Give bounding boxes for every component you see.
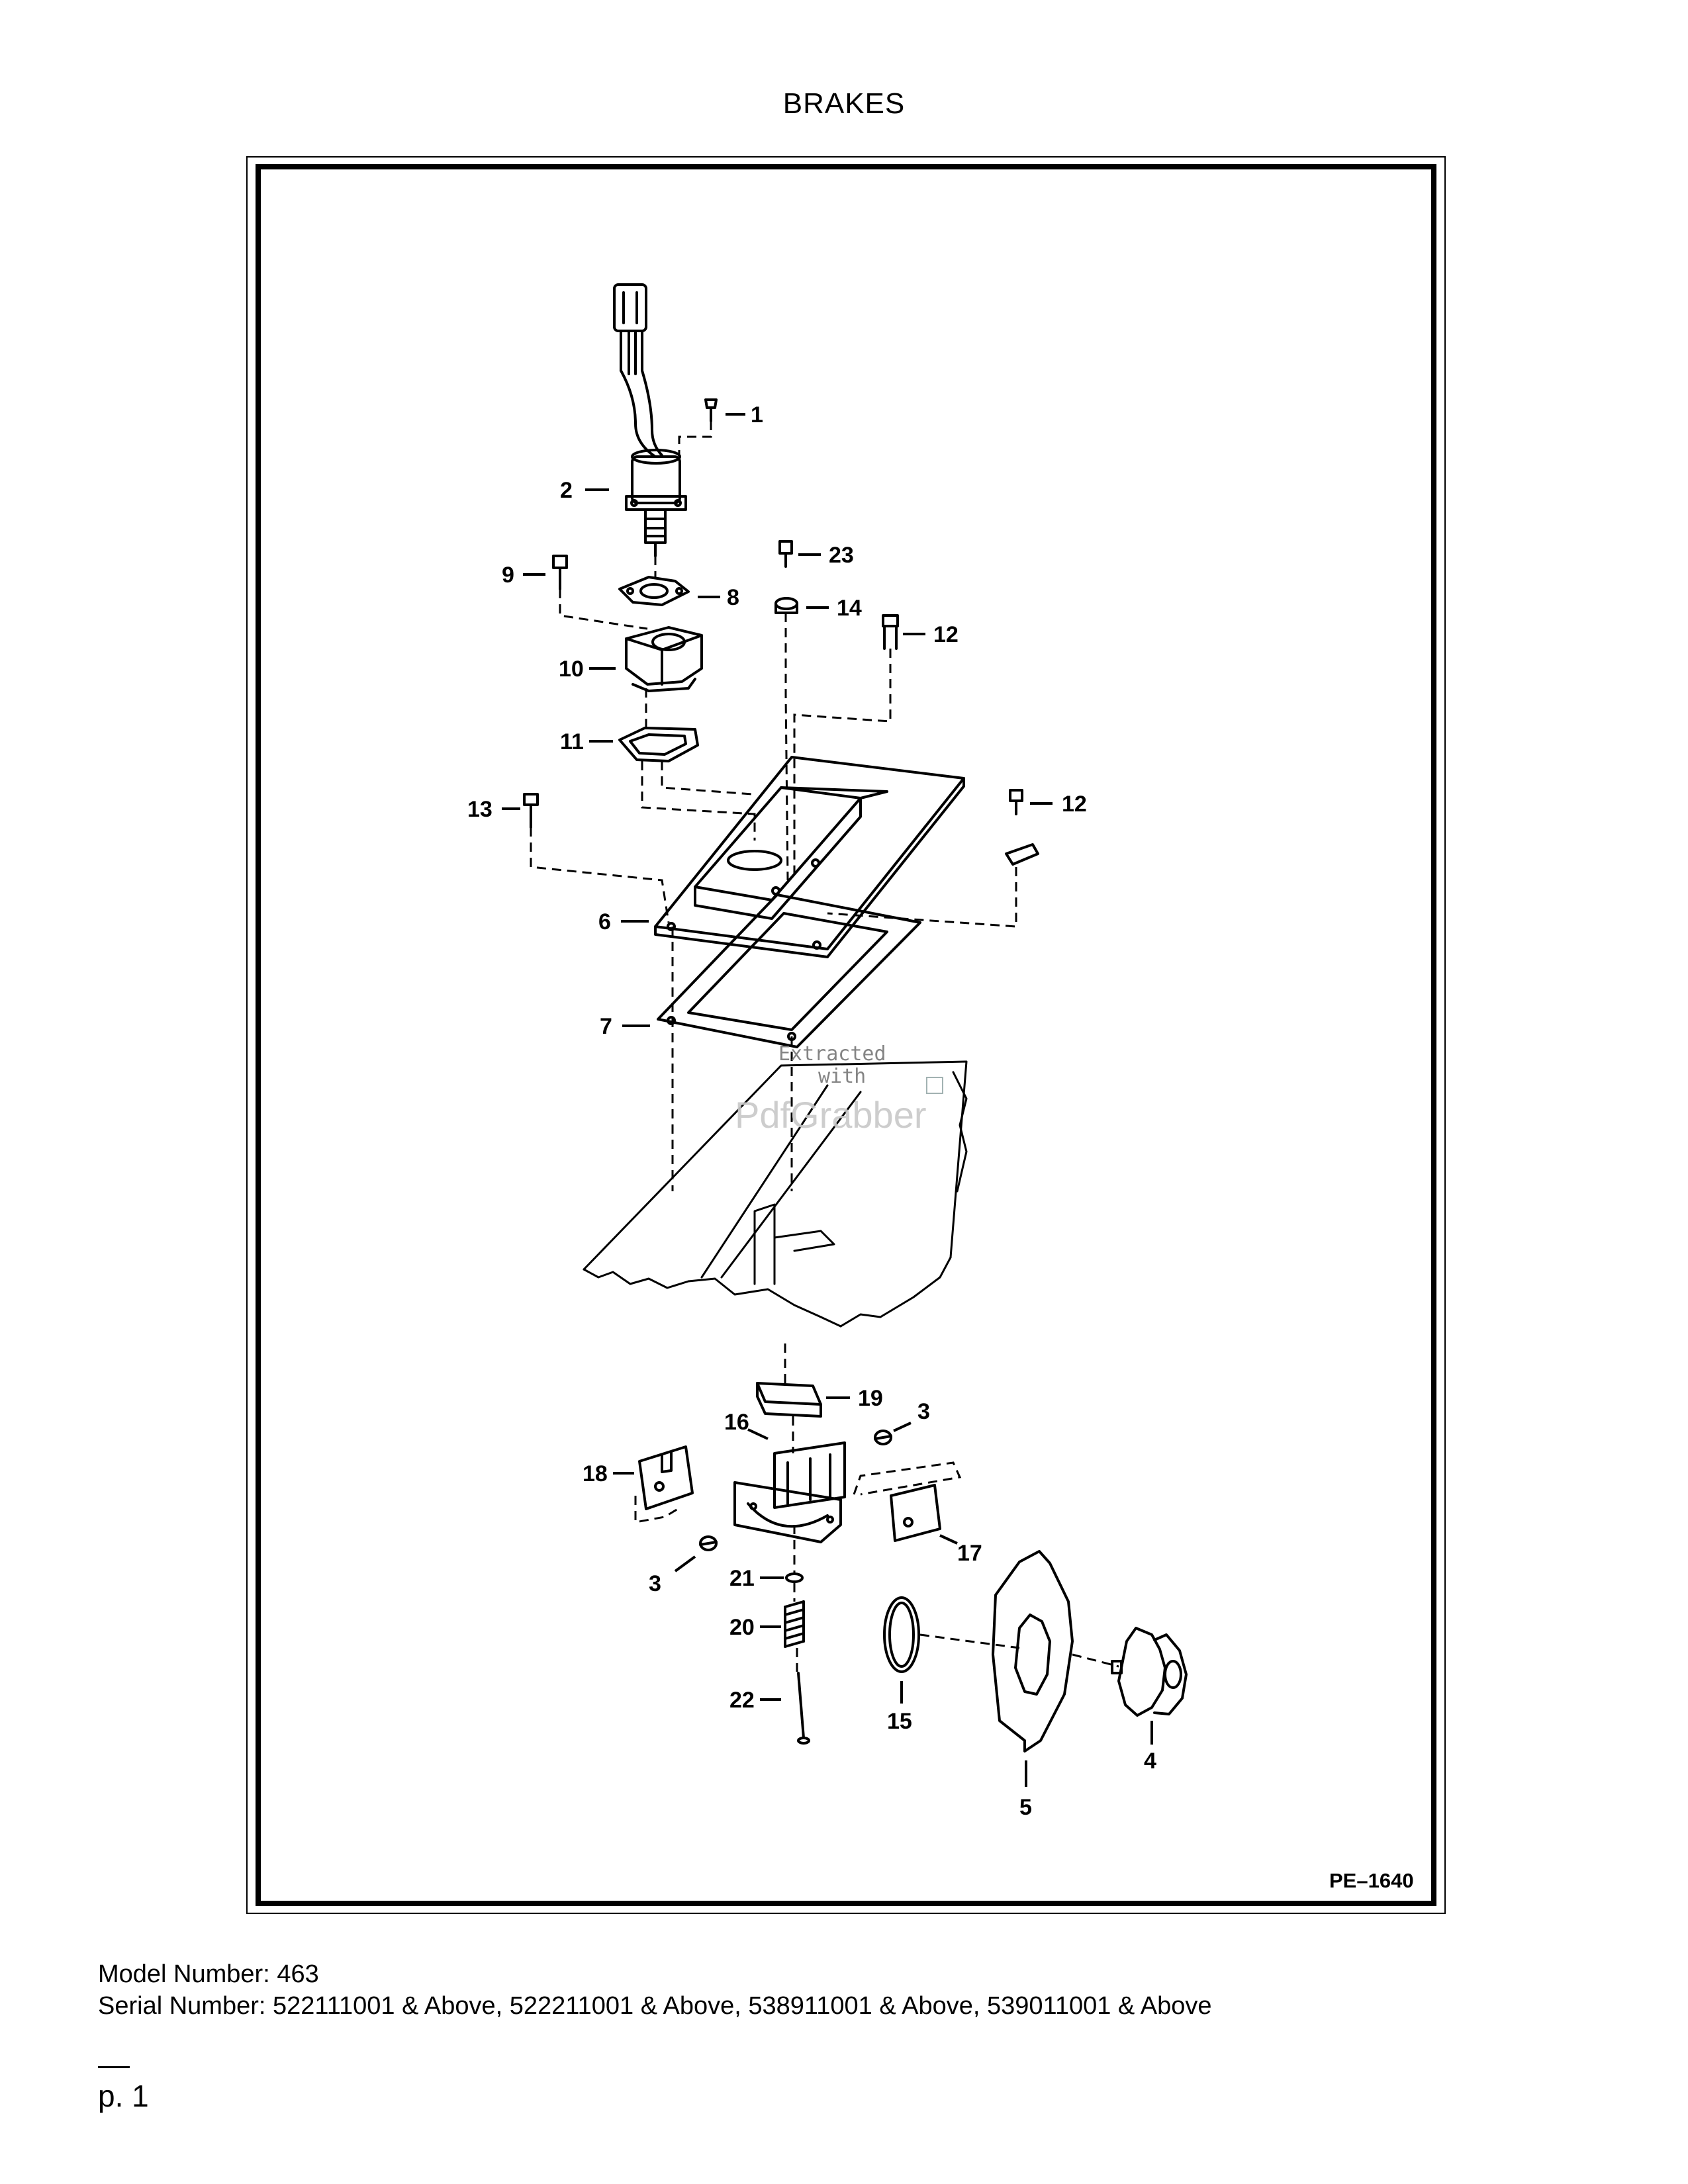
diagram-frame — [246, 156, 1446, 1914]
page-title: BRAKES — [782, 87, 906, 120]
callout-21: 21 — [729, 1566, 755, 1591]
callout-13: 13 — [467, 797, 492, 822]
part-nut-3-upper — [874, 1430, 892, 1445]
callout-1: 1 — [751, 402, 763, 428]
part-solenoid — [613, 283, 687, 557]
callout-4: 4 — [1144, 1749, 1156, 1774]
callout-7: 7 — [600, 1014, 612, 1039]
part-pin-22 — [797, 1672, 810, 1745]
part-frame-section — [583, 1060, 968, 1328]
callout-11: 11 — [560, 729, 584, 754]
callout-18: 18 — [583, 1461, 608, 1486]
watermark-brand: PdfGrabber — [735, 1094, 927, 1136]
part-fitting-23 — [778, 540, 793, 568]
callout-5: 5 — [1019, 1795, 1032, 1820]
callout-8: 8 — [727, 585, 739, 610]
callout-12-right: 12 — [1062, 792, 1087, 817]
watermark-line1: Extracted — [778, 1042, 886, 1066]
callout-20: 20 — [729, 1615, 755, 1640]
callout-2: 2 — [560, 478, 573, 503]
callout-6: 6 — [598, 909, 611, 934]
callout-14: 14 — [837, 596, 862, 621]
callout-22: 22 — [729, 1688, 755, 1713]
callout-19: 19 — [858, 1386, 883, 1411]
part-gasket-7 — [657, 893, 921, 1048]
callout-15: 15 — [887, 1709, 912, 1734]
part-gasket-8 — [618, 576, 690, 606]
callout-3-lower: 3 — [649, 1571, 661, 1596]
part-nut-14 — [774, 597, 798, 614]
part-bolt-12-upper — [882, 614, 899, 650]
watermark: Extracted with PdfGrabber — [735, 1042, 943, 1136]
part-nut-3-lower — [699, 1535, 718, 1551]
callout-10: 10 — [559, 657, 584, 682]
part-spring-20 — [784, 1600, 805, 1648]
part-bolt-13 — [523, 793, 539, 829]
model-number: Model Number: 463 — [98, 1960, 319, 1988]
part-gasket-11 — [618, 727, 699, 762]
callout-12-upper: 12 — [933, 622, 959, 647]
part-bracket-lower — [733, 1481, 842, 1543]
serial-number: Serial Number: 522111001 & Above, 522211… — [98, 1992, 1212, 2020]
part-screw-1 — [704, 398, 718, 422]
page-number: p. 1 — [98, 2079, 149, 2113]
part-bolt-12-right — [1005, 789, 1039, 866]
callout-3-upper: 3 — [917, 1399, 930, 1424]
part-bolt-9 — [552, 555, 568, 590]
watermark-logo-icon — [926, 1077, 943, 1094]
part-washer-21 — [785, 1572, 804, 1583]
part-pin-19 — [756, 1382, 822, 1418]
part-disc-5 — [992, 1550, 1074, 1752]
part-plate-6 — [654, 756, 965, 958]
part-caliper-18 — [638, 1445, 694, 1510]
diagram-inner-border — [256, 164, 1436, 1906]
part-ring-15 — [883, 1596, 920, 1673]
page-number-rule — [98, 2066, 130, 2068]
part-sprocket-4 — [1111, 1627, 1188, 1717]
callout-16: 16 — [724, 1410, 749, 1435]
callout-9: 9 — [502, 563, 514, 588]
diagram-reference-code: PE–1640 — [1329, 1869, 1414, 1892]
part-valve-housing-10 — [625, 626, 703, 692]
callout-17: 17 — [957, 1541, 982, 1566]
part-caliper-17 — [890, 1484, 941, 1542]
callout-23: 23 — [829, 543, 854, 568]
watermark-line2: with — [818, 1065, 866, 1088]
